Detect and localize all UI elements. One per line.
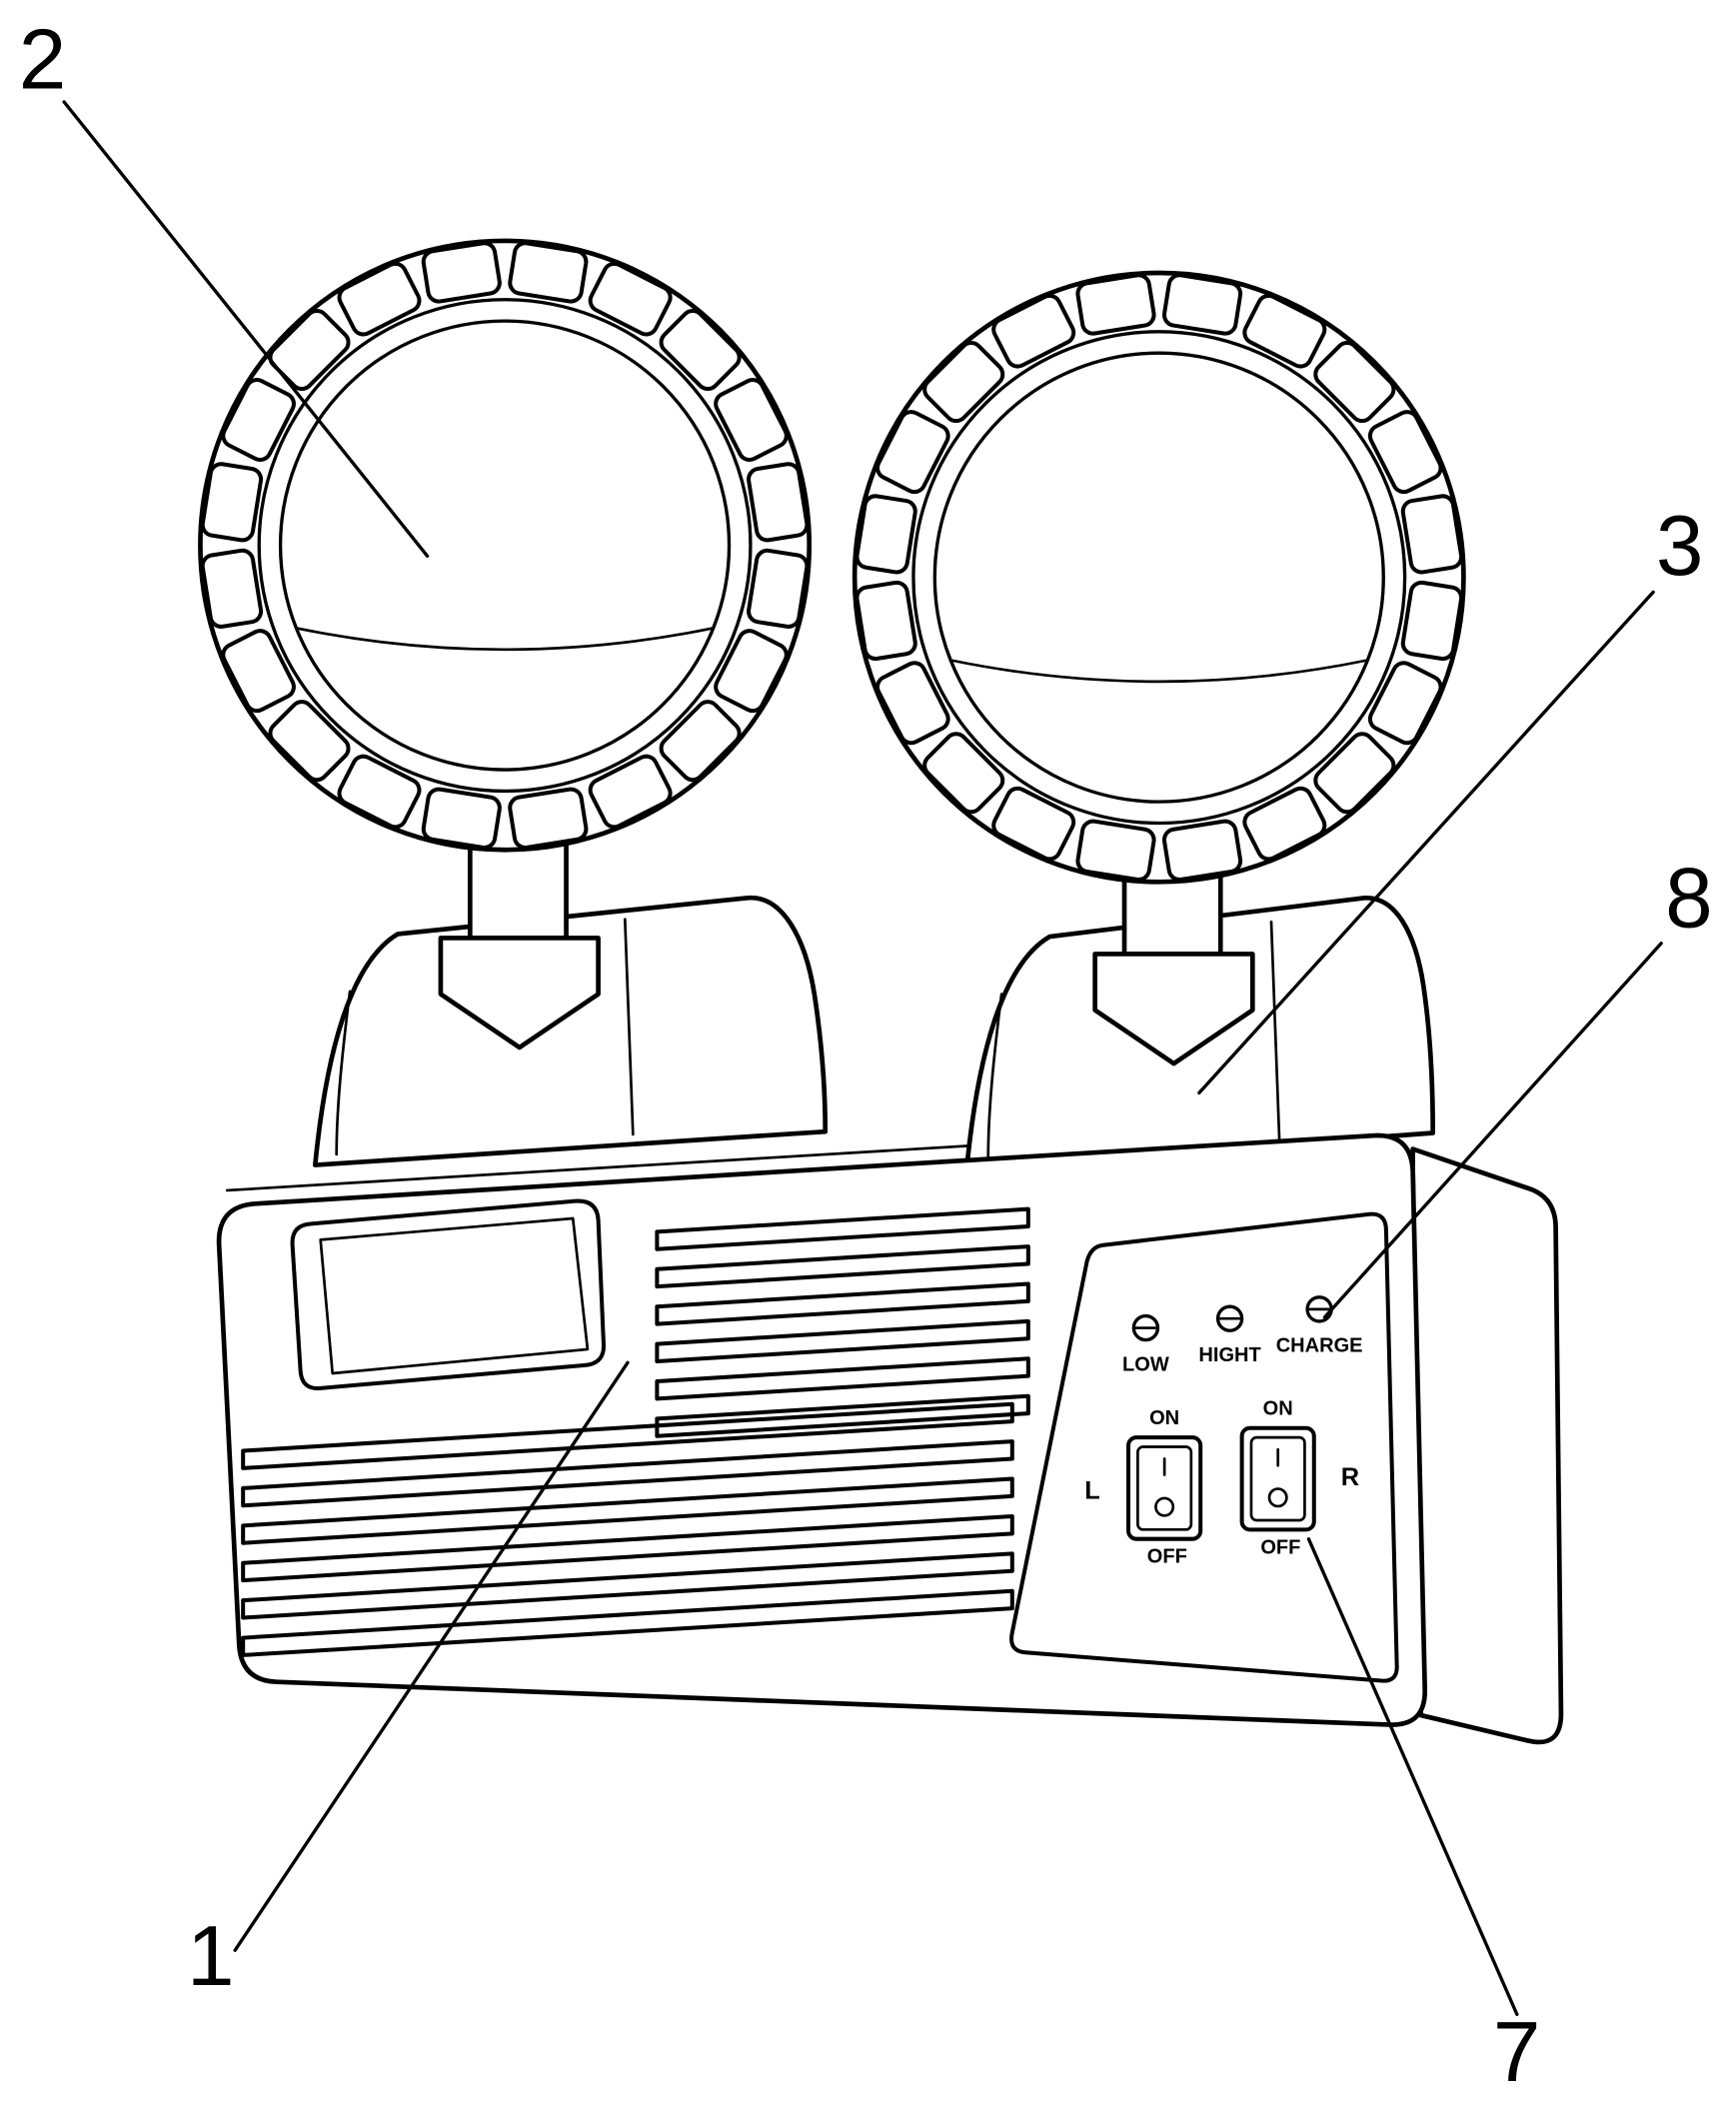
leader-line-3 (1197, 590, 1655, 1095)
callout-7-number: 7 (1493, 2005, 1541, 2100)
base-front-face (216, 1132, 1428, 1727)
vent-slat (241, 1513, 1014, 1583)
vent-slat (655, 1393, 1030, 1438)
indicator-label-low: LOW (1122, 1353, 1169, 1375)
switch-right-o-mark (1267, 1487, 1288, 1508)
lamp-outer-rim-right (852, 270, 1466, 885)
mount-left-divider (623, 918, 635, 1136)
name-plate-outer (290, 1198, 606, 1391)
control-panel: LOW HIGHT CHARGE ON OFF L ON OFF R (1009, 1211, 1399, 1683)
vent-slat (241, 1551, 1014, 1620)
vent-slat (655, 1281, 1030, 1326)
lamp-head-right (852, 270, 1466, 885)
switch-left-off-label: OFF (1147, 1546, 1187, 1568)
leader-line-1 (233, 1360, 630, 1952)
indicator-led-low (1131, 1313, 1160, 1342)
lamp-mount-right (964, 853, 1436, 1170)
switch-left-side-label: L (1084, 1477, 1100, 1505)
vent-slat (241, 1401, 1014, 1470)
base-side-face (1410, 1146, 1564, 1745)
vent-slat (655, 1356, 1030, 1401)
mount-arrow-right (1092, 952, 1255, 1066)
callout-8-number: 8 (1665, 852, 1713, 947)
lamp-lens-rim-right (932, 351, 1385, 804)
lamp-outer-rim-left (198, 238, 813, 853)
switch-right-inner (1249, 1435, 1306, 1522)
name-plate-inner (319, 1216, 590, 1375)
vent-slat (655, 1206, 1030, 1251)
leader-line-2 (62, 100, 430, 558)
lamp-bezel-inner-right (911, 330, 1407, 826)
switch-right-side-label: R (1341, 1463, 1359, 1491)
vent-group-lower (241, 1401, 1014, 1657)
lamp-lens-curve-right (949, 659, 1369, 684)
rocker-switch-left: ON OFF L (1084, 1407, 1203, 1568)
switch-left-on-label: ON (1149, 1407, 1179, 1429)
leader-line-8 (1322, 942, 1663, 1319)
vent-slat (655, 1318, 1030, 1363)
lamp-lens-rim-left (278, 319, 732, 772)
switch-left-outer (1126, 1435, 1203, 1541)
vent-slat (241, 1476, 1014, 1545)
lamp-lens-curve-left (295, 627, 715, 652)
switch-right-outer (1239, 1425, 1316, 1532)
leader-line-7 (1306, 1537, 1519, 2017)
indicator-label-charge: CHARGE (1276, 1335, 1363, 1357)
vent-slat (241, 1439, 1014, 1508)
callout-3-number: 3 (1656, 499, 1704, 594)
mount-right-flange (986, 993, 1003, 1158)
vent-group-upper (655, 1206, 1030, 1438)
lamp-mount-left (312, 815, 829, 1167)
mount-right-divider (1269, 921, 1281, 1140)
lamp-head-left (198, 238, 813, 853)
switch-left-inner (1136, 1445, 1193, 1531)
callouts: 2 3 8 1 7 (19, 13, 1713, 2101)
lamp-bezel-left (200, 241, 810, 850)
mount-left-flange (335, 990, 352, 1156)
rocker-switch-right: ON OFF R (1239, 1397, 1359, 1558)
vent-slat (241, 1588, 1014, 1657)
lamp-bezel-right (855, 273, 1464, 883)
indicator-label-hight: HIGHT (1198, 1344, 1261, 1366)
lamp-bezel-inner-left (257, 298, 753, 794)
callout-2-number: 2 (19, 13, 67, 108)
switch-right-on-label: ON (1263, 1397, 1293, 1419)
control-panel-outline (1009, 1211, 1399, 1683)
indicator-led-hight (1215, 1304, 1244, 1332)
mount-arrow-left (438, 936, 601, 1051)
vent-slat (655, 1244, 1030, 1289)
switch-right-off-label: OFF (1260, 1536, 1300, 1558)
switch-left-o-mark (1154, 1496, 1175, 1517)
callout-1-number: 1 (187, 1909, 235, 2004)
